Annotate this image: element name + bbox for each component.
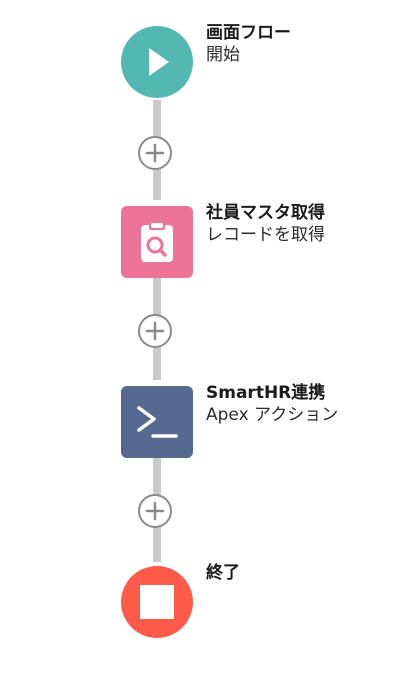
stop-icon bbox=[140, 585, 174, 619]
start-node-label: 画面フロー 開始 bbox=[206, 22, 291, 66]
add-element-button-1[interactable] bbox=[138, 136, 172, 170]
apex-action-node-title: SmartHR連携 bbox=[206, 383, 326, 403]
clipboard-search-icon bbox=[141, 221, 173, 262]
add-element-button-3[interactable] bbox=[138, 494, 172, 528]
apex-action-node-label: SmartHR連携 Apex アクション bbox=[206, 382, 338, 426]
plus-icon bbox=[145, 501, 165, 521]
apex-action-node[interactable] bbox=[121, 386, 193, 458]
get-records-node[interactable] bbox=[121, 206, 193, 278]
plus-icon bbox=[145, 143, 165, 163]
play-icon bbox=[149, 48, 169, 76]
apex-action-node-subtitle: Apex アクション bbox=[206, 405, 339, 425]
add-element-button-2[interactable] bbox=[138, 314, 172, 348]
terminal-prompt-icon bbox=[137, 406, 178, 438]
get-records-node-label: 社員マスタ取得 レコードを取得 bbox=[206, 202, 325, 246]
start-node-title: 画面フロー bbox=[206, 23, 291, 43]
end-node[interactable] bbox=[121, 566, 193, 638]
end-node-label: 終了 bbox=[206, 562, 240, 584]
end-node-title: 終了 bbox=[206, 563, 240, 583]
start-node[interactable] bbox=[121, 26, 193, 98]
get-records-node-subtitle: レコードを取得 bbox=[206, 225, 325, 245]
plus-icon bbox=[145, 321, 165, 341]
get-records-node-title: 社員マスタ取得 bbox=[206, 203, 325, 223]
start-node-subtitle: 開始 bbox=[206, 45, 240, 65]
